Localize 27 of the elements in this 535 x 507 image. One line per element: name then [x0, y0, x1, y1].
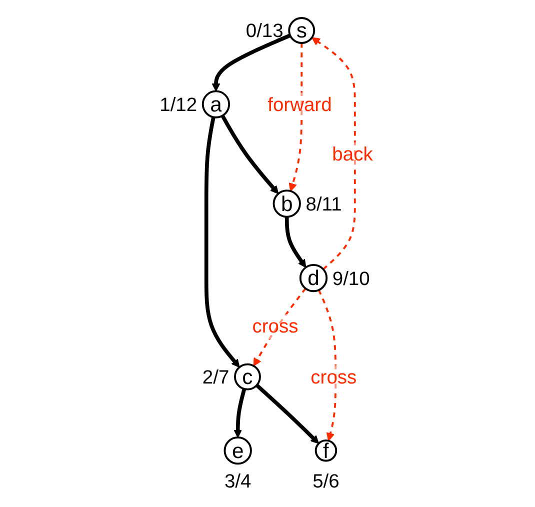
dashed-arrow [253, 288, 306, 366]
time-label: 9/10 [332, 268, 370, 290]
time-label: 2/7 [202, 368, 229, 389]
time-label: 1/12 [159, 95, 197, 116]
dashed-arrow [288, 43, 302, 192]
circle-node: d [299, 264, 328, 292]
arrow [204, 116, 240, 368]
time-label: 0/13 [246, 21, 284, 42]
dashed-arrow [318, 290, 336, 442]
arrow [220, 114, 278, 194]
arrow [212, 34, 291, 92]
arrow [255, 384, 319, 444]
circle-node: f [314, 438, 337, 463]
arrow [284, 216, 306, 268]
time-label: 5/6 [312, 472, 340, 493]
edge-label: back [330, 142, 376, 168]
time-label: 8/11 [306, 194, 342, 216]
circle-node: b [272, 190, 301, 218]
edge-label: cross [250, 314, 300, 340]
time-label: 3/4 [224, 472, 252, 493]
circle-node: s [288, 17, 315, 44]
edge-label: cross [308, 365, 358, 390]
circle-node: a [202, 90, 230, 118]
circle-node: c [234, 363, 261, 390]
circle-node: e [224, 436, 252, 465]
arrow [233, 388, 246, 438]
dashed-arrow [311, 37, 356, 270]
